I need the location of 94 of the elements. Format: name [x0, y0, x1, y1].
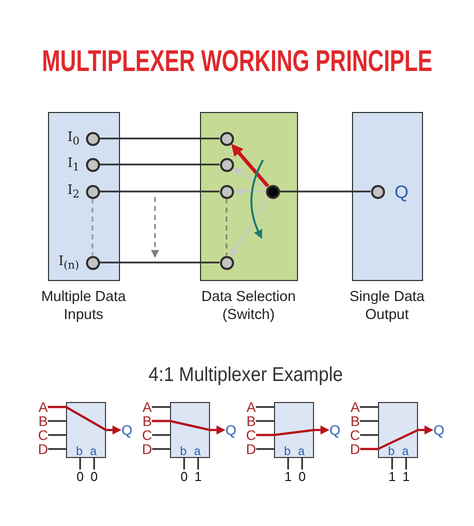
connector-line	[405, 458, 407, 470]
pin-label: C	[350, 428, 360, 442]
pin-label: B	[38, 414, 48, 428]
terminal-circle	[220, 256, 234, 270]
block-caption: Multiple Data Inputs	[40, 288, 127, 324]
select-value: 1	[194, 470, 202, 482]
terminal-label: I$_{(n)}$	[58, 254, 80, 271]
connector-line	[256, 420, 274, 422]
arrow	[314, 426, 330, 434]
connector-line	[280, 190, 370, 192]
select-pin-label: a	[402, 444, 409, 456]
select-pin-label: b	[284, 444, 291, 456]
connector-line	[48, 420, 66, 422]
terminal-label: Q	[394, 182, 409, 200]
section-subtitle: 4:1 Multiplexer Example	[148, 365, 342, 385]
connector-line	[197, 458, 199, 470]
terminal-label: I$_{0}$	[68, 130, 80, 147]
pin-label: B	[142, 414, 152, 428]
select-pin-label: b	[76, 444, 83, 456]
connector-line	[360, 420, 378, 422]
arrow	[106, 426, 122, 434]
select-value: 0	[298, 470, 306, 482]
select-value: 0	[76, 470, 84, 482]
select-value: 0	[90, 470, 98, 482]
connector-line	[48, 448, 66, 450]
output-pin-label: Q	[122, 423, 132, 437]
connector-line	[360, 406, 378, 408]
pin-label: C	[142, 428, 152, 442]
connector-line	[152, 448, 170, 450]
connector-line	[152, 420, 170, 422]
connector-line	[79, 458, 81, 470]
pin-label: D	[142, 442, 152, 456]
pin-label: A	[142, 400, 152, 414]
multiplexer-block	[378, 402, 418, 458]
pivot-dot	[266, 184, 280, 198]
connector-line	[92, 198, 94, 256]
select-pin-label: b	[180, 444, 187, 456]
arrow	[210, 426, 226, 434]
pin-label: B	[246, 414, 256, 428]
connector-line	[226, 198, 228, 256]
terminal-circle	[220, 158, 234, 172]
connector-line	[100, 262, 220, 264]
block-caption: Data Selection (Switch)	[200, 288, 297, 324]
pin-label: C	[38, 428, 48, 442]
diagram-title: MULTIPLEXER WORKING PRINCIPLE	[42, 47, 432, 77]
select-pin-label: a	[194, 444, 201, 456]
multiplexer-block	[66, 402, 106, 458]
terminal-label: I$_{1}$	[68, 156, 80, 173]
connector-line	[100, 164, 220, 166]
arrow	[231, 144, 270, 188]
connector-line	[301, 458, 303, 470]
pin-label: B	[350, 414, 360, 428]
terminal-circle	[220, 132, 234, 146]
block-caption: Single Data Output	[348, 288, 426, 324]
connector-line	[391, 458, 393, 470]
connector-line	[48, 434, 66, 436]
pin-label: A	[38, 400, 48, 414]
terminal-label: I$_{2}$	[68, 184, 80, 200]
connector-line	[360, 448, 378, 450]
pin-label: C	[246, 428, 256, 442]
connector-line	[256, 448, 274, 450]
connector-line	[360, 434, 378, 436]
connector-line	[287, 458, 289, 470]
select-pin-label: a	[298, 444, 305, 456]
select-value: 1	[388, 470, 396, 482]
multiplexer-block	[274, 402, 314, 458]
pin-label: A	[350, 400, 360, 414]
select-value: 1	[402, 470, 410, 482]
connector-line	[256, 434, 274, 436]
select-value: 0	[180, 470, 188, 482]
pin-label: D	[38, 442, 48, 456]
output-pin-label: Q	[226, 423, 236, 437]
terminal-circle	[220, 184, 234, 198]
pin-label: D	[350, 442, 360, 456]
connector-line	[48, 406, 66, 408]
output-pin-label: Q	[330, 423, 340, 437]
arrow	[232, 168, 267, 189]
select-pin-label: b	[388, 444, 395, 456]
multiplexer-block	[170, 402, 210, 458]
select-value: 1	[284, 470, 292, 482]
connector-line	[93, 458, 95, 470]
connector-line	[183, 458, 185, 470]
arrow	[418, 426, 434, 434]
arrow	[234, 187, 266, 196]
connector-line	[100, 138, 220, 140]
connector-line	[100, 190, 220, 192]
arrow	[230, 196, 270, 257]
connector-line	[152, 434, 170, 436]
output-pin-label: Q	[434, 423, 444, 437]
pin-label: D	[246, 442, 256, 456]
select-pin-label: a	[90, 444, 97, 456]
pin-label: A	[246, 400, 256, 414]
connector-line	[256, 406, 274, 408]
connector-line	[152, 406, 170, 408]
